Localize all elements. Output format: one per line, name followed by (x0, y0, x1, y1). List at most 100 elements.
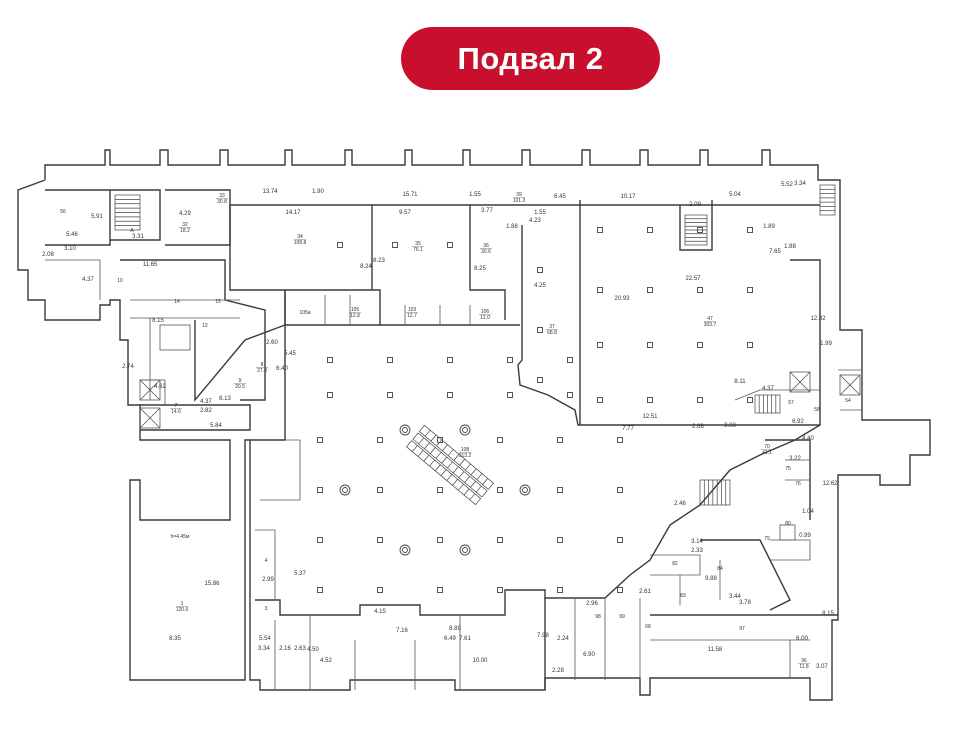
dimension-label: 3.34 (258, 646, 270, 652)
dimension-label: 3.03 (724, 423, 736, 429)
room-number: 37 (549, 324, 555, 330)
dimension-label: 8.24 (360, 264, 372, 270)
wall-hall-south (255, 424, 821, 616)
escalator-step (446, 474, 453, 481)
room-number: 12 (202, 323, 208, 329)
column (617, 537, 623, 543)
wall-east-block (765, 439, 811, 520)
column (437, 587, 443, 593)
escalator-step (412, 445, 418, 452)
round-column-inner (462, 427, 468, 433)
dimension-label: 5.52 (781, 182, 793, 188)
escalator-step (434, 464, 441, 472)
column (617, 487, 623, 493)
column (597, 227, 603, 233)
room-number: 79 (764, 536, 770, 542)
escalator-step (447, 461, 453, 469)
dimension-label: 4.15 (374, 609, 386, 615)
dimension-label: 2.61 (639, 589, 651, 595)
dimension-label: 1.55 (534, 210, 546, 216)
dimension-label: 11.65 (143, 262, 158, 268)
escalator-step (457, 483, 464, 491)
room-number: 58 (814, 407, 820, 413)
column (317, 487, 323, 493)
room-number: 96 (801, 658, 807, 664)
column (377, 437, 383, 443)
stair-east (699, 479, 731, 506)
room-number: 1 (181, 601, 184, 607)
column (507, 392, 513, 398)
room-number: 4 (265, 558, 268, 564)
column (447, 392, 453, 398)
dimension-label: 4.29 (179, 211, 191, 217)
room-number: 103 (408, 307, 417, 313)
dimension-label: 8.25 (474, 266, 486, 272)
dimension-label: 12.51 (642, 414, 658, 420)
column (597, 342, 603, 348)
plan-partitions (45, 259, 862, 690)
wall-room-82 (650, 554, 701, 576)
escalator-step (465, 463, 471, 471)
dimension-label: 4.37 (762, 386, 774, 392)
escalator-step (429, 459, 435, 467)
column (557, 437, 563, 443)
dimension-label: 9.88 (705, 576, 717, 582)
dimension-label: 8.35 (169, 636, 181, 642)
dimension-label: 3.77 (481, 208, 493, 214)
dimension-label: 5.91 (91, 214, 103, 220)
dimension-label: 2.74 (122, 364, 134, 370)
room-area: 27.8 (257, 368, 267, 374)
dimension-label: 2.68 (692, 424, 704, 430)
room-number: 83 (680, 593, 686, 599)
round-column-inner (342, 487, 348, 493)
column (567, 357, 573, 363)
dimension-label: 22.57 (685, 276, 701, 282)
dimension-label: 13.74 (262, 189, 278, 195)
dimension-label: 6.00 (796, 636, 808, 642)
dimension-label: 1.88 (784, 244, 796, 250)
dimension-label: 7.16 (396, 628, 408, 634)
column (537, 267, 543, 273)
dimension-label: 7.65 (769, 249, 781, 255)
dimension-label: 5.37 (294, 571, 306, 577)
column (447, 357, 453, 363)
floor-title-badge: Подвал 2 (401, 27, 660, 90)
column (537, 327, 543, 333)
dimension-label: 4.25 (534, 283, 546, 289)
escalator-step (436, 439, 443, 447)
room-area: 303.7 (704, 322, 717, 328)
dimension-label: 4.62 (154, 384, 166, 390)
room-area: 30.8 (217, 199, 227, 205)
dimension-label: 4.40 (802, 436, 814, 442)
lift-box (789, 371, 811, 393)
dimension-label: 2.46 (674, 501, 686, 507)
escalator-step (459, 458, 466, 466)
room-number: 7 (175, 403, 178, 409)
column (497, 587, 503, 593)
dimension-label: 7.61 (459, 636, 471, 642)
dimension-label: 1.88 (506, 224, 518, 230)
column (317, 537, 323, 543)
dimension-label: 4.52 (320, 658, 332, 664)
wall-room-32 (165, 189, 231, 246)
dimension-label: 15.86 (204, 581, 220, 587)
column (497, 487, 503, 493)
column (447, 242, 453, 248)
column (317, 587, 323, 593)
dimension-label: 2.96 (586, 601, 598, 607)
dimension-label: 8.11 (734, 379, 746, 385)
dimension-label: 3.14 (691, 539, 703, 545)
room-number: 76 (795, 481, 801, 487)
dimension-label: 4.37 (82, 277, 94, 283)
column (557, 537, 563, 543)
escalator-step (463, 488, 470, 496)
dimension-label: 5.04 (729, 192, 741, 198)
room-number: h=4.45м (171, 534, 190, 540)
column (617, 437, 623, 443)
room-area: 68.8 (547, 330, 557, 336)
room-area: 11.8 (799, 664, 809, 670)
round-column (399, 544, 411, 556)
plan-walls (17, 149, 931, 701)
dimension-label: 5.54 (259, 636, 271, 642)
